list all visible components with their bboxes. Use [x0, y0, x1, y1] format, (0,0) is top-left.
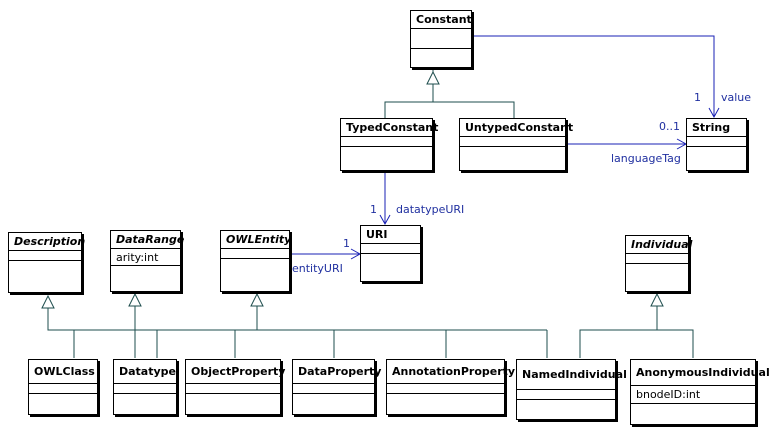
class-name: Constant — [411, 11, 472, 29]
class-name: OWLEntity — [221, 231, 291, 249]
generalization-lines — [41, 70, 694, 358]
class-namedindividual[interactable]: NamedIndividual — [516, 359, 627, 420]
class-attributes — [114, 384, 176, 394]
class-datatype[interactable]: Datatype — [113, 359, 177, 415]
class-attributes — [411, 29, 471, 49]
class-attributes — [517, 390, 615, 400]
class-name: Datatype — [114, 360, 176, 384]
class-name: DataRange — [111, 231, 184, 249]
class-individual[interactable]: Individual — [625, 235, 692, 292]
class-dataproperty[interactable]: DataProperty — [292, 359, 381, 415]
class-attributes — [361, 244, 420, 254]
association-value — [473, 35, 715, 117]
class-attributes — [186, 384, 280, 394]
generalization-untypedconstant — [433, 101, 515, 118]
value-multiplicity: 1 — [694, 91, 701, 104]
value-role: value — [721, 91, 752, 104]
class-annotationproperty[interactable]: AnnotationProperty — [386, 359, 515, 415]
class-attributes — [9, 251, 81, 261]
class-name: Description — [9, 233, 85, 251]
class-attributes — [626, 254, 688, 264]
generalization-typedconstant — [384, 70, 434, 118]
generalization-arrow-constant — [426, 70, 440, 85]
class-anonymousindividual[interactable]: AnonymousIndividual bnodeID:int — [630, 359, 769, 425]
class-name: AnonymousIndividual — [631, 360, 769, 386]
generalization-arrow-datarange — [128, 292, 142, 307]
languagetag-multiplicity: 0..1 — [659, 120, 680, 133]
class-attributes — [341, 137, 432, 147]
class-attributes — [460, 137, 565, 147]
class-attributes — [687, 137, 746, 147]
class-name: Individual — [626, 236, 692, 254]
class-constant[interactable]: Constant — [410, 10, 472, 68]
class-attributes — [293, 384, 374, 394]
class-objectproperty[interactable]: ObjectProperty — [185, 359, 285, 415]
class-name: URI — [361, 226, 420, 244]
class-name: UntypedConstant — [460, 119, 573, 137]
class-name: OWLClass — [29, 360, 97, 384]
generalization-anonymousindividual — [657, 329, 694, 358]
generalization-arrow-description — [41, 294, 55, 309]
datatypeuri-multiplicity: 1 — [370, 203, 377, 216]
class-attributes — [387, 384, 504, 394]
association-lines — [290, 35, 720, 260]
generalization-namedindividual — [579, 306, 658, 358]
class-owlentity[interactable]: OWLEntity — [220, 230, 291, 292]
class-description[interactable]: Description — [8, 232, 85, 293]
class-name: AnnotationProperty — [387, 360, 515, 384]
class-name: ObjectProperty — [186, 360, 285, 384]
class-datarange[interactable]: DataRange arity:int — [110, 230, 184, 292]
class-typedconstant[interactable]: TypedConstant — [340, 118, 438, 171]
generalization-arrow-owlentity — [250, 292, 264, 307]
class-attributes: bnodeID:int — [631, 386, 755, 404]
class-untypedconstant[interactable]: UntypedConstant — [459, 118, 573, 171]
generalization-arrow-individual — [650, 292, 664, 307]
class-name: String — [687, 119, 746, 137]
class-name: NamedIndividual — [517, 360, 627, 390]
class-owlclass[interactable]: OWLClass — [28, 359, 98, 415]
class-name: DataProperty — [293, 360, 381, 384]
entityuri-role: entityURI — [292, 262, 343, 275]
class-attributes — [221, 249, 289, 259]
entityuri-multiplicity: 1 — [343, 237, 350, 250]
languagetag-role: languageTag — [611, 152, 681, 165]
datatypeuri-role: datatypeURI — [396, 203, 465, 216]
class-string[interactable]: String — [686, 118, 747, 171]
class-uri[interactable]: URI — [360, 225, 421, 282]
class-attributes: arity:int — [111, 249, 180, 266]
class-attributes — [29, 384, 97, 394]
generalization-owlclass — [47, 308, 75, 358]
class-name: TypedConstant — [341, 119, 438, 137]
